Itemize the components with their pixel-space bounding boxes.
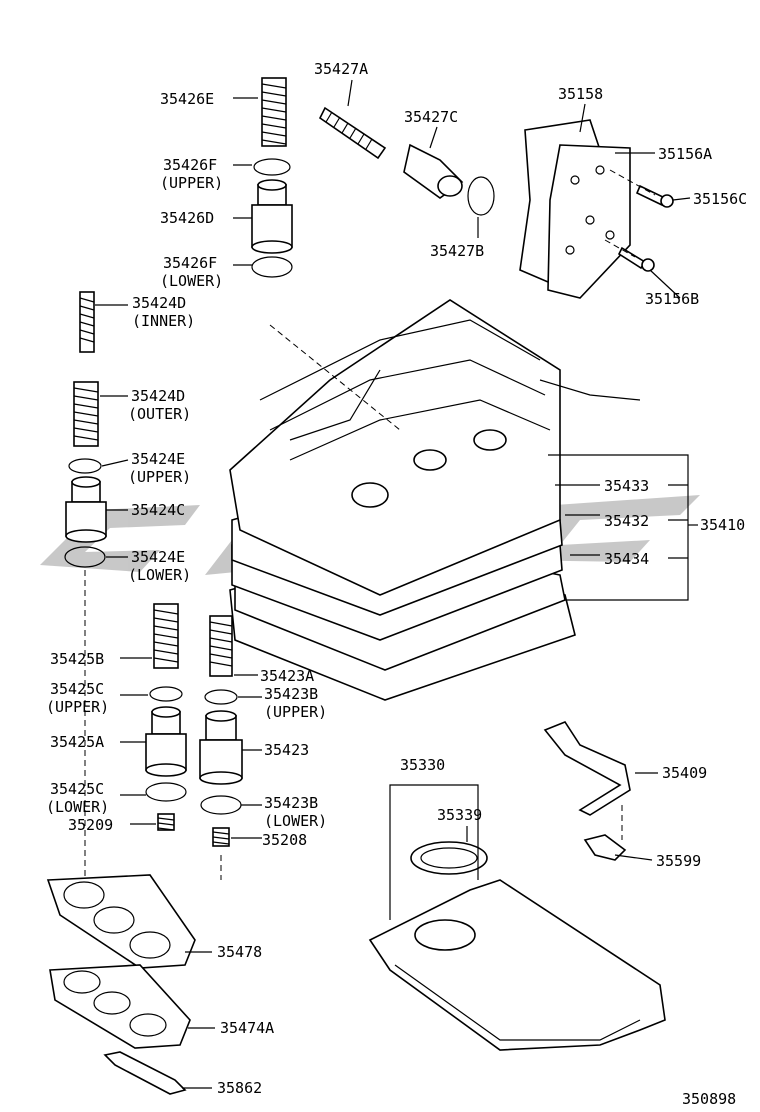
strainer-35330 bbox=[368, 879, 666, 1051]
part-labels: 35426E 35426F (UPPER) 35426D 35426F (LOW… bbox=[46, 60, 747, 1108]
label-35424E-upper-note: (UPPER) bbox=[128, 468, 191, 486]
label-35425B: 35425B bbox=[50, 650, 104, 668]
label-35425C-upper: 35425C bbox=[50, 680, 104, 698]
gasket-35478 bbox=[46, 874, 196, 969]
label-35432: 35432 bbox=[604, 512, 649, 530]
label-35426F-upper-note: (UPPER) bbox=[160, 174, 223, 192]
plate-35156A bbox=[547, 144, 631, 299]
spring-35424D-inner bbox=[79, 291, 95, 353]
guide-line-bolt-b bbox=[604, 239, 636, 258]
label-35409: 35409 bbox=[662, 764, 707, 782]
label-35424E-lower-note: (LOWER) bbox=[128, 566, 191, 584]
piston-35423 bbox=[199, 710, 243, 785]
spring-35426E bbox=[261, 77, 287, 147]
label-35426F-upper: 35426F bbox=[163, 156, 217, 174]
label-35423B-lower: 35423B bbox=[264, 794, 318, 812]
oring-35424E-lower bbox=[64, 546, 106, 568]
label-35425C-upper-note: (UPPER) bbox=[46, 698, 109, 716]
label-35426F-lower: 35426F bbox=[163, 254, 217, 272]
piston-35425A bbox=[145, 706, 187, 777]
oring-35425C-upper bbox=[149, 686, 183, 702]
oring-35423B-upper bbox=[204, 689, 238, 705]
oring-35426F-upper bbox=[253, 158, 291, 176]
label-35156A: 35156A bbox=[658, 145, 712, 163]
oring-35427B bbox=[467, 176, 495, 216]
bolt-35156C bbox=[635, 184, 674, 208]
label-figure-number: 350898 bbox=[682, 1090, 736, 1108]
spring-35423A bbox=[209, 615, 233, 677]
spring-35427A bbox=[318, 106, 387, 160]
label-35156C: 35156C bbox=[693, 190, 747, 208]
bracket-35599 bbox=[583, 834, 627, 861]
label-35424E-upper: 35424E bbox=[131, 450, 185, 468]
label-35423A: 35423A bbox=[260, 667, 314, 685]
label-35423B-lower-note: (LOWER) bbox=[264, 812, 327, 830]
label-35599: 35599 bbox=[656, 852, 701, 870]
label-35426F-lower-note: (LOWER) bbox=[160, 272, 223, 290]
label-35427B: 35427B bbox=[430, 242, 484, 260]
label-35862: 35862 bbox=[217, 1079, 262, 1097]
oring-35423B-lower bbox=[200, 795, 242, 815]
label-35424D-outer-note: (OUTER) bbox=[128, 405, 191, 423]
piston-35426D bbox=[251, 179, 293, 254]
label-35426D: 35426D bbox=[160, 209, 214, 227]
label-35423B-upper-note: (UPPER) bbox=[264, 703, 327, 721]
label-35424D-outer: 35424D bbox=[131, 387, 185, 405]
label-35433: 35433 bbox=[604, 477, 649, 495]
piston-35424C bbox=[65, 476, 107, 543]
bolt-35156B bbox=[617, 246, 655, 272]
label-35425C-lower-note: (LOWER) bbox=[46, 798, 109, 816]
label-35434: 35434 bbox=[604, 550, 649, 568]
bracket-35409 bbox=[543, 721, 631, 816]
label-35208: 35208 bbox=[262, 831, 307, 849]
label-35474A: 35474A bbox=[220, 1019, 274, 1037]
label-35423: 35423 bbox=[264, 741, 309, 759]
label-35410: 35410 bbox=[700, 516, 745, 534]
guide-line-valve-body bbox=[269, 324, 401, 431]
label-35424D-inner-note: (INNER) bbox=[132, 312, 195, 330]
label-35427A: 35427A bbox=[314, 60, 368, 78]
oring-35425C-lower bbox=[145, 782, 187, 802]
label-35426E: 35426E bbox=[160, 90, 214, 108]
oring-35426F-lower bbox=[251, 256, 293, 278]
spring-35424D-outer bbox=[73, 381, 99, 447]
bracket-35862 bbox=[103, 1051, 187, 1095]
label-35424D-inner: 35424D bbox=[132, 294, 186, 312]
valve-body-assembly-35410 bbox=[229, 299, 641, 701]
plate-35474A bbox=[49, 964, 191, 1049]
label-35478: 35478 bbox=[217, 943, 262, 961]
label-35424C: 35424C bbox=[131, 501, 185, 519]
label-35158: 35158 bbox=[558, 85, 603, 103]
oring-35339 bbox=[410, 841, 488, 875]
label-35156B: 35156B bbox=[645, 290, 699, 308]
label-35425A: 35425A bbox=[50, 733, 104, 751]
label-35330: 35330 bbox=[400, 756, 445, 774]
spring-35425B bbox=[153, 603, 179, 669]
leader-lines bbox=[95, 79, 698, 1089]
spring-35208 bbox=[212, 827, 230, 847]
valve-body-upper bbox=[229, 299, 561, 596]
label-35209: 35209 bbox=[68, 816, 113, 834]
label-35424E-lower: 35424E bbox=[131, 548, 185, 566]
oring-35424E-upper bbox=[68, 458, 102, 474]
guide-line-bolt-c bbox=[609, 169, 656, 196]
valve-35427C bbox=[403, 143, 464, 199]
label-35425C-lower: 35425C bbox=[50, 780, 104, 798]
spring-35209 bbox=[157, 813, 175, 831]
label-35339: 35339 bbox=[437, 806, 482, 824]
label-35427C: 35427C bbox=[404, 108, 458, 126]
label-35423B-upper: 35423B bbox=[264, 685, 318, 703]
